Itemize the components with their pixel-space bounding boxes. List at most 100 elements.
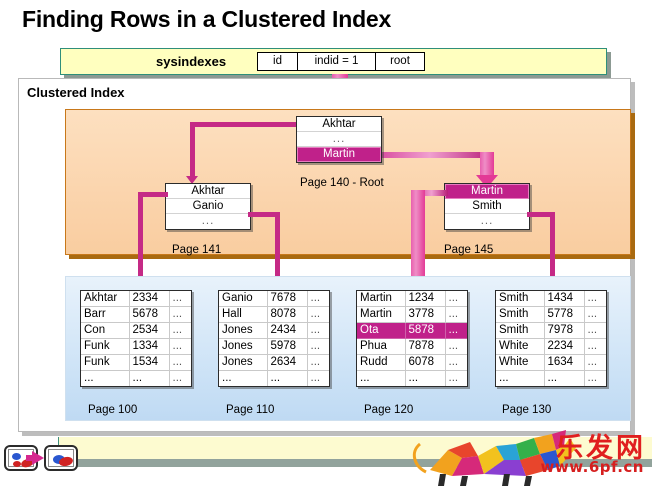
cell-more: ... [584, 354, 606, 371]
index-node-145-row-1[interactable]: Smith [445, 199, 529, 214]
transition-arrow-tail [26, 455, 34, 461]
index-node-page-140[interactable]: Akhtar ... Martin [296, 116, 382, 163]
cell-more: ... [307, 306, 329, 323]
cell-name: Jones [219, 322, 268, 339]
index-node-140-row-0[interactable]: Akhtar [297, 117, 381, 132]
cell-value: 2234 [544, 338, 585, 355]
cell-value: 2634 [267, 354, 308, 371]
cell-name: Funk [81, 338, 130, 355]
transition-arrow-icon [32, 451, 44, 465]
cell-value: 7978 [544, 322, 585, 339]
cell-name: Smith [496, 322, 545, 339]
cell-more: ... [169, 322, 191, 339]
cell-more: ... [169, 291, 191, 307]
connector-141-to-110-horizontal [248, 212, 280, 217]
index-node-141-row-1[interactable]: Ganio [166, 199, 250, 214]
cell-value: 7678 [267, 291, 308, 307]
index-node-145-row-0[interactable]: Martin [445, 184, 529, 199]
index-node-141-row-2[interactable]: ... [201, 215, 215, 227]
cell-name: ... [81, 370, 130, 386]
index-node-page-141[interactable]: Akhtar Ganio ... [165, 183, 251, 230]
table-row[interactable]: ......... [496, 370, 606, 386]
clustered-index-label: Clustered Index [27, 85, 125, 100]
cell-more: ... [445, 291, 467, 307]
index-node-140-row-1[interactable]: ... [297, 132, 381, 147]
cell-more: ... [584, 291, 606, 307]
cell-value: 5678 [129, 306, 170, 323]
blue-shape [12, 453, 21, 460]
cell-value: 3778 [405, 306, 446, 323]
cell-more: ... [172, 372, 183, 384]
slide-view-toggle-group[interactable] [4, 445, 78, 473]
connector-141-to-100-horizontal [138, 192, 168, 197]
cell-value: ... [129, 370, 170, 386]
cell-name: Martin [357, 306, 406, 323]
index-node-page-145[interactable]: Martin Smith ... [444, 183, 530, 230]
page-label-145: Page 145 [444, 244, 494, 256]
cell-more: ... [169, 338, 191, 355]
cell-name: Phua [357, 338, 406, 355]
cell-name: Smith [496, 306, 545, 323]
index-node-141-row-0[interactable]: Akhtar [166, 184, 250, 199]
cell-value: ... [405, 370, 446, 386]
cell-value: 7878 [405, 338, 446, 355]
page-label-120: Page 120 [364, 404, 414, 416]
index-node-145-row-2[interactable]: ... [480, 215, 494, 227]
cell-name: Funk [81, 354, 130, 371]
cell-value: 2334 [129, 291, 170, 307]
table-row[interactable]: ......... [357, 370, 467, 386]
cell-name: Barr [81, 306, 130, 323]
cell-more: ... [169, 354, 191, 371]
connector-145-to-130-vertical [550, 212, 555, 288]
cell-more: ... [307, 354, 329, 371]
cell-name: Ganio [219, 291, 268, 307]
slide-sorter-view-icon[interactable] [4, 445, 38, 471]
cell-value: 1634 [544, 354, 585, 371]
cell-name: White [496, 354, 545, 371]
slide-show-view-icon[interactable] [44, 445, 78, 471]
connector-145-to-120-horizontal [418, 190, 448, 196]
table-row[interactable]: ......... [219, 370, 329, 386]
cell-more: ... [169, 306, 191, 323]
cell-more: ... [448, 372, 459, 384]
red-shape-2 [13, 461, 21, 467]
cell-more: ... [445, 354, 467, 371]
cell-value: 8078 [267, 306, 308, 323]
cell-value: 1334 [129, 338, 170, 355]
page-label-141: Page 141 [172, 244, 222, 256]
cell-name: Rudd [357, 354, 406, 371]
index-node-140-row-2[interactable]: Martin [297, 147, 381, 162]
cell-value: 5778 [544, 306, 585, 323]
cell-value: ... [544, 370, 585, 386]
bull-logo-icon [412, 430, 576, 486]
table-row[interactable]: ......... [81, 370, 191, 386]
cell-name: Jones [219, 354, 268, 371]
